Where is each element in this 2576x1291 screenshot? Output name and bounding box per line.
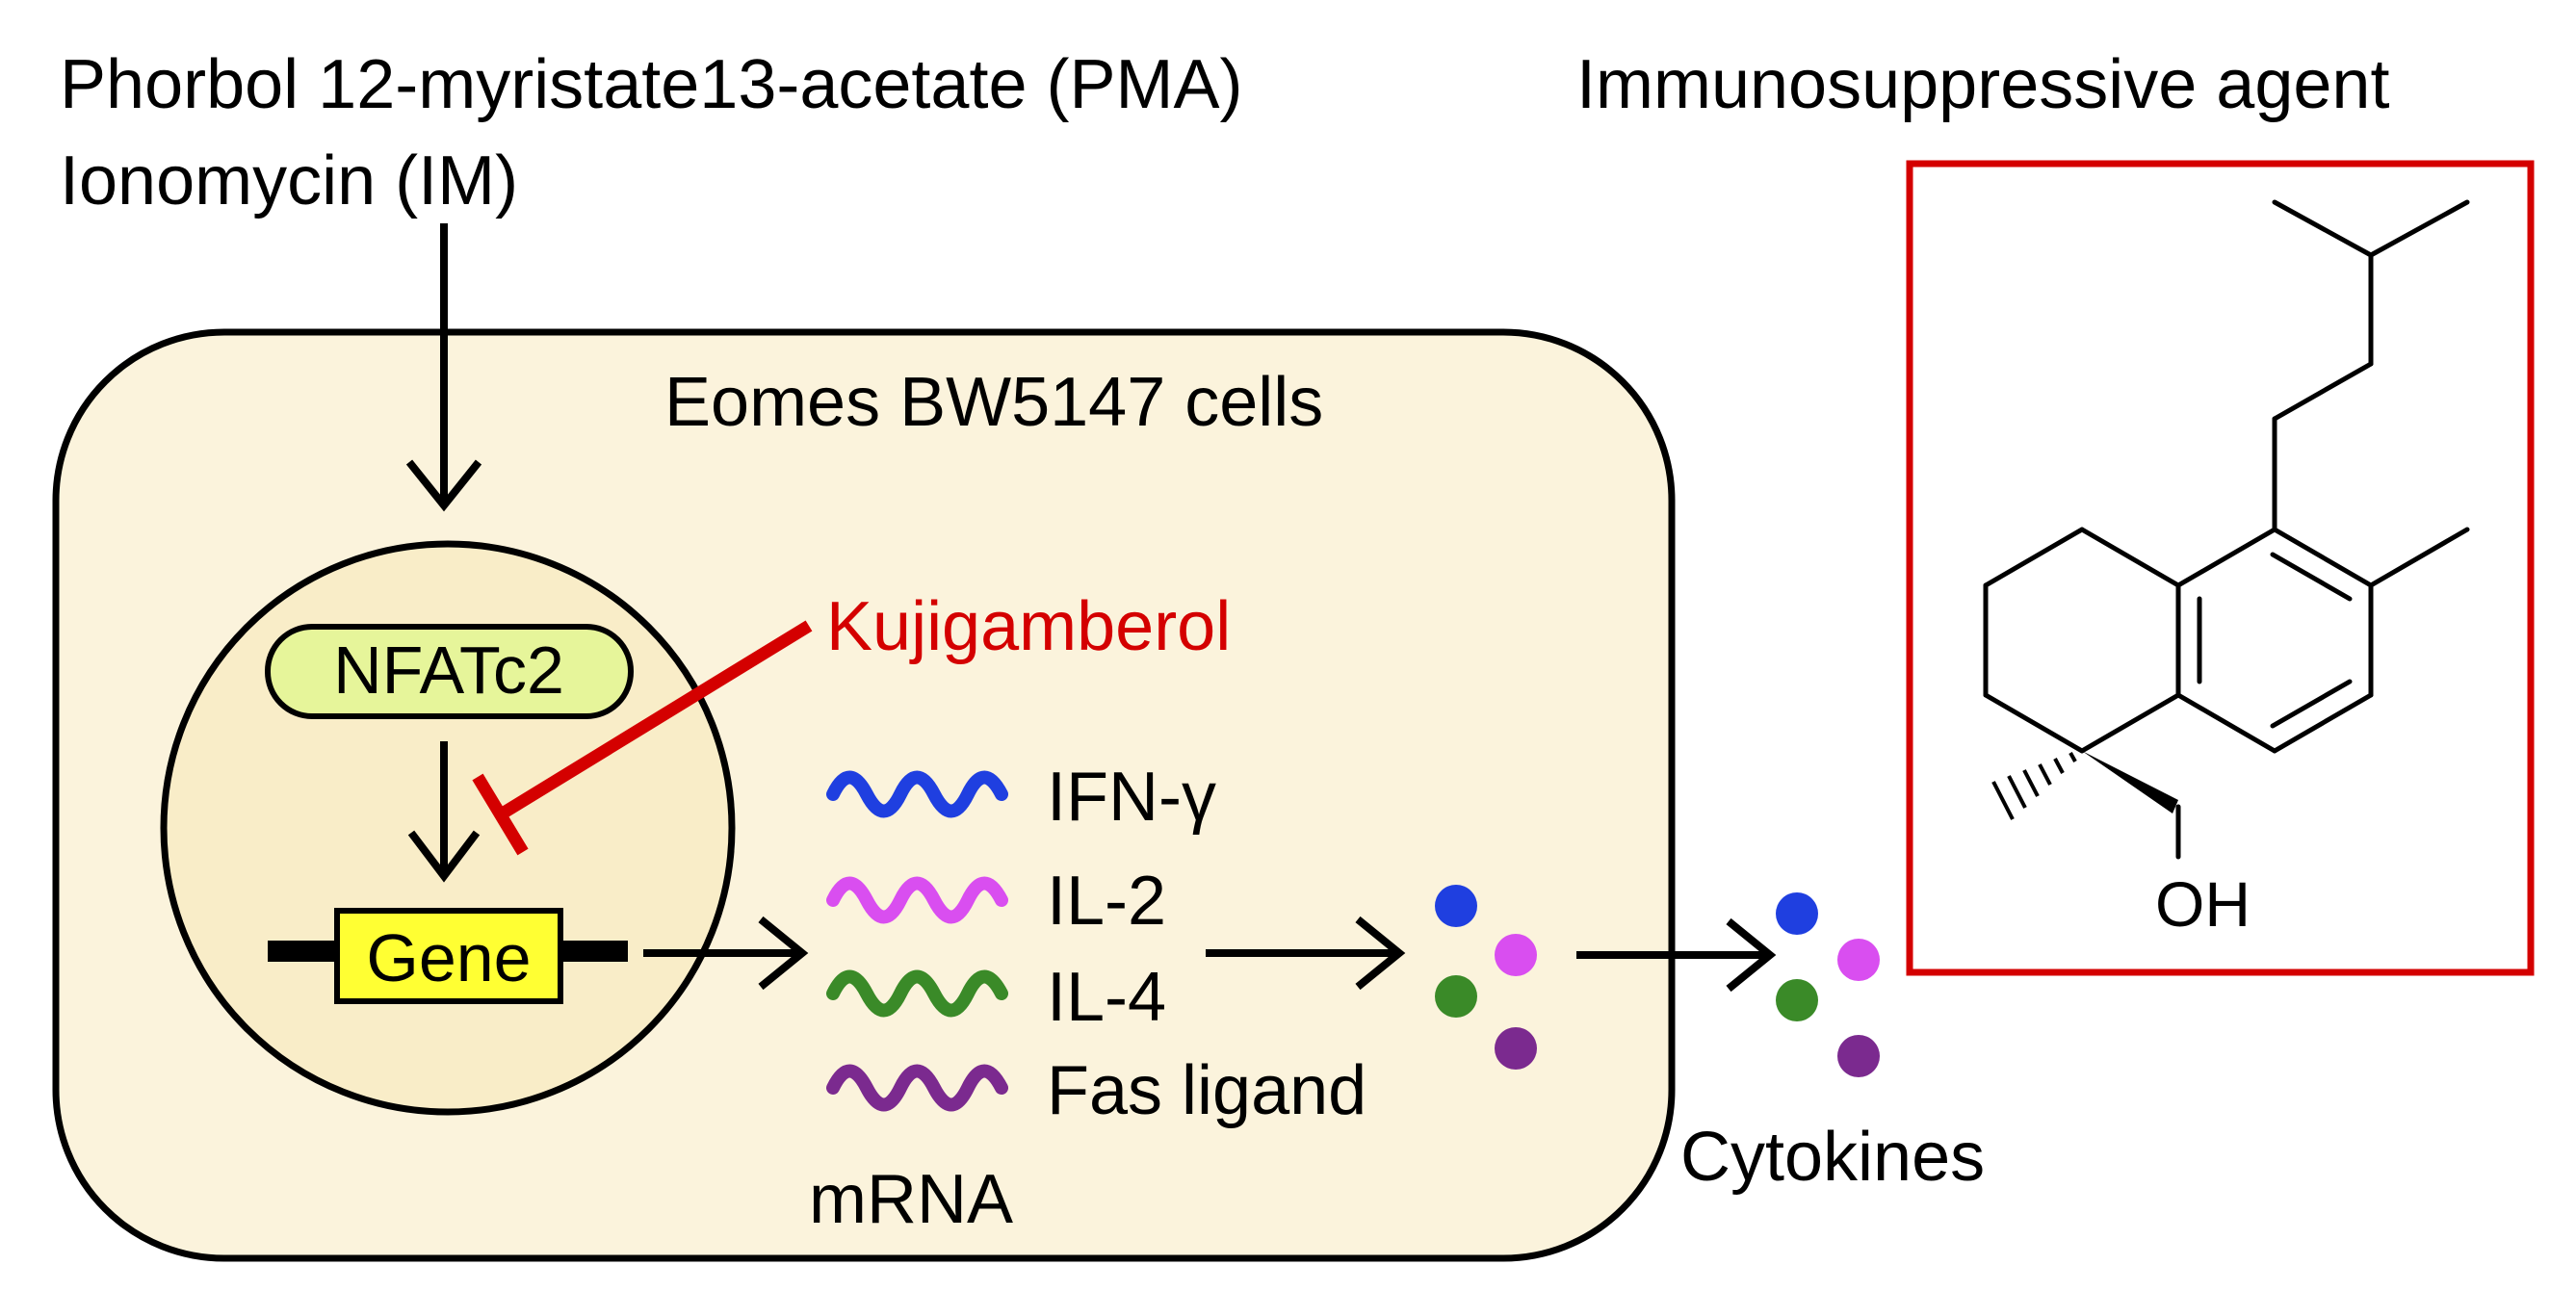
- mrna-wave-il-4: [826, 969, 1008, 1018]
- cytokines-label: Cytokines: [1680, 1119, 1985, 1196]
- agent-title: Immunosuppressive agent: [1576, 46, 2389, 123]
- inhibition-bar: [472, 773, 529, 856]
- nfatc2-label: NFATc2: [333, 633, 564, 708]
- mrna-label-ifn-gamma: IFN-γ: [1047, 759, 1216, 836]
- gene-label: Gene: [366, 920, 531, 995]
- stimulus-line-2: Ionomycin (IM): [60, 142, 518, 219]
- kujigamberol-label: Kujigamberol: [826, 588, 1231, 665]
- hashed-bond: [1991, 752, 2077, 820]
- mrna-label-il-2: IL-2: [1047, 863, 1166, 940]
- protein-dot-fas-ligand: [1495, 1027, 1537, 1070]
- cytokine-dot-fas-ligand: [1837, 1035, 1880, 1077]
- gene-to-mrna-arrow-head: [758, 916, 809, 991]
- molecule-frame: [1906, 160, 2535, 976]
- mrna-label-fas-ligand: Fas ligand: [1047, 1052, 1366, 1129]
- nfatc2-box: [265, 624, 634, 719]
- cell-label: Eomes BW5147 cells: [664, 364, 1323, 441]
- translation-arrow-head: [1355, 916, 1406, 991]
- inhibition-line: [497, 620, 813, 820]
- protein-dot-il-4: [1435, 975, 1477, 1018]
- mrna-wave-ifn-gamma: [826, 770, 1008, 818]
- secretion-arrow-head: [1726, 917, 1777, 993]
- hydroxyl-label: OH: [2155, 868, 2251, 940]
- wedge-bond: [2082, 751, 2178, 813]
- mrna-label: mRNA: [809, 1161, 1013, 1238]
- protein-dot-ifn-gamma: [1435, 885, 1477, 927]
- cytokine-dot-il-2: [1837, 939, 1880, 981]
- nfat-to-gene-arrow-head: [407, 830, 481, 883]
- kujigamberol-structure: [1983, 199, 2470, 860]
- stimulus-line-1: Phorbol 12-myristate13-acetate (PMA): [60, 46, 1243, 123]
- mrna-label-il-4: IL-4: [1047, 959, 1166, 1036]
- cytokine-dot-il-4: [1776, 979, 1818, 1021]
- mrna-wave-il-2: [826, 876, 1008, 924]
- stimulus-arrow-head: [405, 459, 482, 512]
- mrna-wave-fas-ligand: [826, 1064, 1008, 1112]
- cytokine-dot-ifn-gamma: [1776, 892, 1818, 935]
- gene-box: [334, 908, 563, 1004]
- protein-dot-il-2: [1495, 934, 1537, 976]
